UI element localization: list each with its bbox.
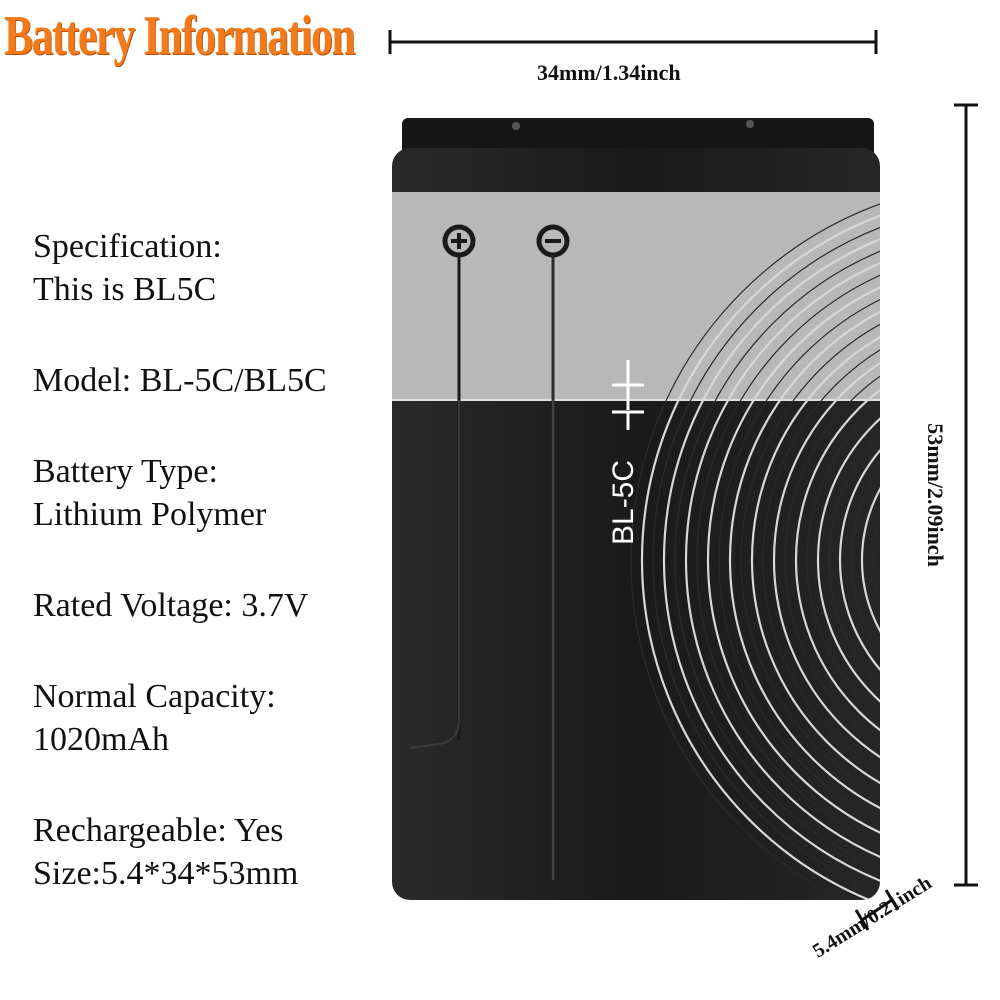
spec-list: Specification: This is BL5C Model: BL-5C… xyxy=(33,225,388,943)
ring-stroke xyxy=(872,422,880,698)
spec-model: Model: BL-5C/BL5C xyxy=(33,362,327,399)
ring-stroke xyxy=(750,300,880,820)
spec-rechargeable-size: Rechargeable: Yes Size:5.4*34*53mm xyxy=(33,812,299,892)
ring-stroke xyxy=(816,366,880,754)
title: Battery Information xyxy=(4,5,356,67)
width-dimension-label: 34mm/1.34inch xyxy=(537,60,681,85)
ring-stroke xyxy=(828,378,880,742)
ring-stroke xyxy=(652,202,880,900)
ring-stroke xyxy=(838,388,880,732)
ring-stroke xyxy=(772,322,880,798)
concentric-rings xyxy=(630,180,1000,900)
height-dimension-label: 53mm/2.09inch xyxy=(923,423,948,567)
plus-trace-curve xyxy=(409,400,460,749)
height-dimension-line xyxy=(954,103,978,887)
ring-stroke xyxy=(696,246,880,874)
cap-dot-right xyxy=(746,120,754,128)
ring-stroke xyxy=(728,278,880,842)
ring-stroke xyxy=(718,268,880,852)
ring-stroke xyxy=(860,410,880,710)
ring-stroke xyxy=(630,180,880,900)
label-panel xyxy=(392,192,880,400)
spec-capacity: Normal Capacity: 1020mAh xyxy=(33,678,276,758)
ring-stroke xyxy=(684,234,880,886)
ring-stroke xyxy=(640,190,880,900)
ring-stroke xyxy=(740,290,880,830)
width-dimension-line xyxy=(388,30,878,54)
ring-stroke xyxy=(762,312,880,808)
battery-symbol-icon xyxy=(612,360,644,430)
ring-stroke xyxy=(850,400,880,720)
spec-rated-voltage: Rated Voltage: 3.7V xyxy=(33,587,309,624)
ring-stroke xyxy=(794,344,880,776)
ring-stroke xyxy=(674,224,880,896)
ring-stroke xyxy=(806,356,880,764)
ring-stroke xyxy=(950,500,1000,620)
ring-stroke xyxy=(784,334,880,786)
cap-dot-left xyxy=(512,122,520,130)
ring-stroke xyxy=(706,256,880,864)
ring-stroke xyxy=(906,456,1000,664)
ring-stroke xyxy=(662,212,880,900)
thickness-dimension-line xyxy=(854,889,900,931)
spec-specification: Specification: This is BL5C xyxy=(33,228,222,308)
battery-model-label: BL-5C xyxy=(607,460,640,545)
spec-battery-type: Battery Type: Lithium Polymer xyxy=(33,453,267,533)
ring-stroke xyxy=(939,489,1000,631)
